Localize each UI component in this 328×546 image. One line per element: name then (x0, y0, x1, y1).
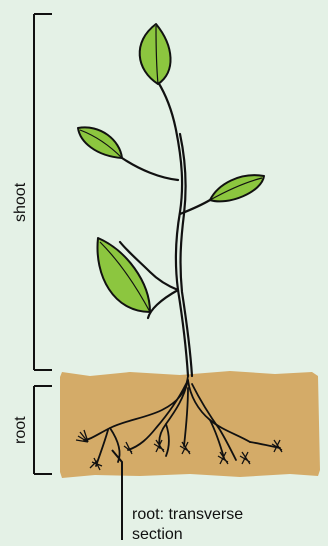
root-label: root (12, 416, 30, 444)
plant-stem (120, 82, 210, 376)
shoot-bracket (34, 14, 52, 370)
callout-label-line1: root: transverse (132, 506, 243, 524)
leaves (78, 24, 264, 312)
root-bracket (34, 386, 52, 474)
leaf-left-lower (97, 238, 150, 312)
shoot-label: shoot (12, 183, 30, 222)
leaf-top (140, 24, 171, 84)
callout-label-line2: section (132, 526, 183, 544)
